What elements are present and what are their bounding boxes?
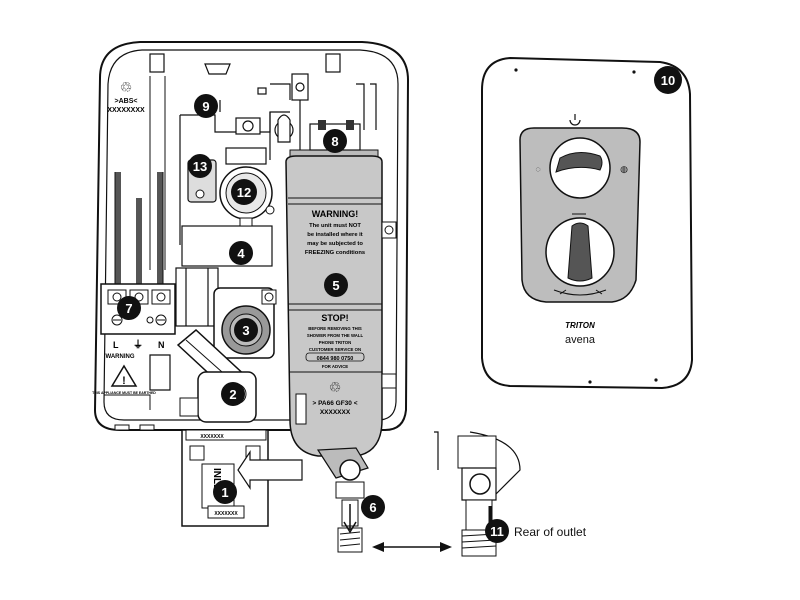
brand-name: TRITON [565,321,595,330]
inlet-housing: XXXXXXX INLET XXXXXXX [181,429,303,527]
callout-2: 2 [221,382,245,406]
callout-11: 11 [485,519,509,543]
recycle-material-tank: > PA66 GF30 < [312,400,357,407]
warning-triangle-icon [110,364,138,387]
svg-text:!: ! [122,375,126,387]
terminal-warning-label: WARNING [106,354,135,360]
recycle-icon: ♲ [120,79,133,95]
svg-text:2: 2 [229,387,236,402]
svg-text:13: 13 [193,159,207,174]
svg-text:11: 11 [490,524,504,539]
terminal-live-label: L [113,340,119,350]
callout-10: 10 [654,66,682,94]
warning-line-1: The unit must NOT [309,223,361,229]
callout-1: 1 [213,480,237,504]
stop-line-2: SHOWER FROM THE WALL [307,333,364,338]
inlet-top-code: XXXXXXX [200,434,224,440]
svg-text:12: 12 [237,185,251,200]
callout-13: 13 [188,154,212,178]
stop-title: STOP! [321,313,348,323]
stop-line-3: PHONE TRITON [319,340,351,345]
warning-line-3: may be subjected to [307,241,363,247]
svg-text:10: 10 [661,73,675,88]
rear-outlet-detail [434,431,521,557]
outlet-assembly [316,447,369,553]
recycle-code-tank: XXXXXXX [320,409,351,416]
flow-arrow-icon [343,504,357,534]
stop-line-6: FOR ADVICE [322,364,348,369]
temp-low-icon: ◌ [535,164,540,174]
inlet-bottom-code: XXXXXXX [214,511,238,517]
svg-text:5: 5 [332,278,339,293]
svg-text:6: 6 [369,500,376,515]
stop-line-1: BEFORE REMOVING THIS [308,326,362,331]
earth-warning-text: THIS APPLIANCE MUST BE EARTHED [92,391,156,395]
rear-outlet-label: Rear of outlet [514,525,587,539]
inlet-label: INLET [211,468,222,497]
recycle-material-top: >ABS< [115,98,138,105]
svg-text:3: 3 [242,323,249,338]
warning-title: WARNING! [312,209,359,219]
double-arrow-icon [372,542,452,552]
temp-high-icon: ◍ [620,164,628,174]
recycle-symbol-top: ♲ >ABS< XXXXXXXX [107,79,145,114]
warning-line-2: be installed where it [307,232,362,238]
callout-7: 7 [117,296,141,320]
terminal-neutral-label: N [158,340,165,350]
callout-4: 4 [229,241,253,265]
supply-cables [114,172,164,292]
callout-5: 5 [324,273,348,297]
power-knob[interactable] [549,137,611,199]
stop-line-4: CUSTOMER SERVICE ON [309,347,361,352]
callout-9: 9 [194,94,218,118]
svg-text:7: 7 [125,301,132,316]
svg-text:1: 1 [221,485,228,500]
inlet-arrow-icon [237,450,303,490]
callout-3: 3 [234,318,258,342]
svg-text:8: 8 [331,134,338,149]
warning-line-4: FREEZING conditions [305,250,365,256]
earth-icon: ⏚ [133,339,143,351]
front-cover: ◌ ◍ TRITON avena [481,56,694,390]
heater-tank: WARNING! The unit must NOT be installed … [285,120,397,457]
stop-phone: 0844 980 0750 [317,356,354,362]
callout-12: 12 [231,179,257,205]
terminal-block: L ⏚ N WARNING ! THIS APPLIANCE MUST BE E… [92,283,176,395]
recycle-icon: ♲ [329,379,342,395]
callout-8: 8 [323,129,347,153]
recycle-code-top: XXXXXXXX [107,107,145,114]
callout-6: 6 [361,495,385,519]
svg-text:4: 4 [237,246,245,261]
brand-model: avena [565,334,596,346]
power-icon [569,114,581,126]
svg-text:9: 9 [202,99,209,114]
